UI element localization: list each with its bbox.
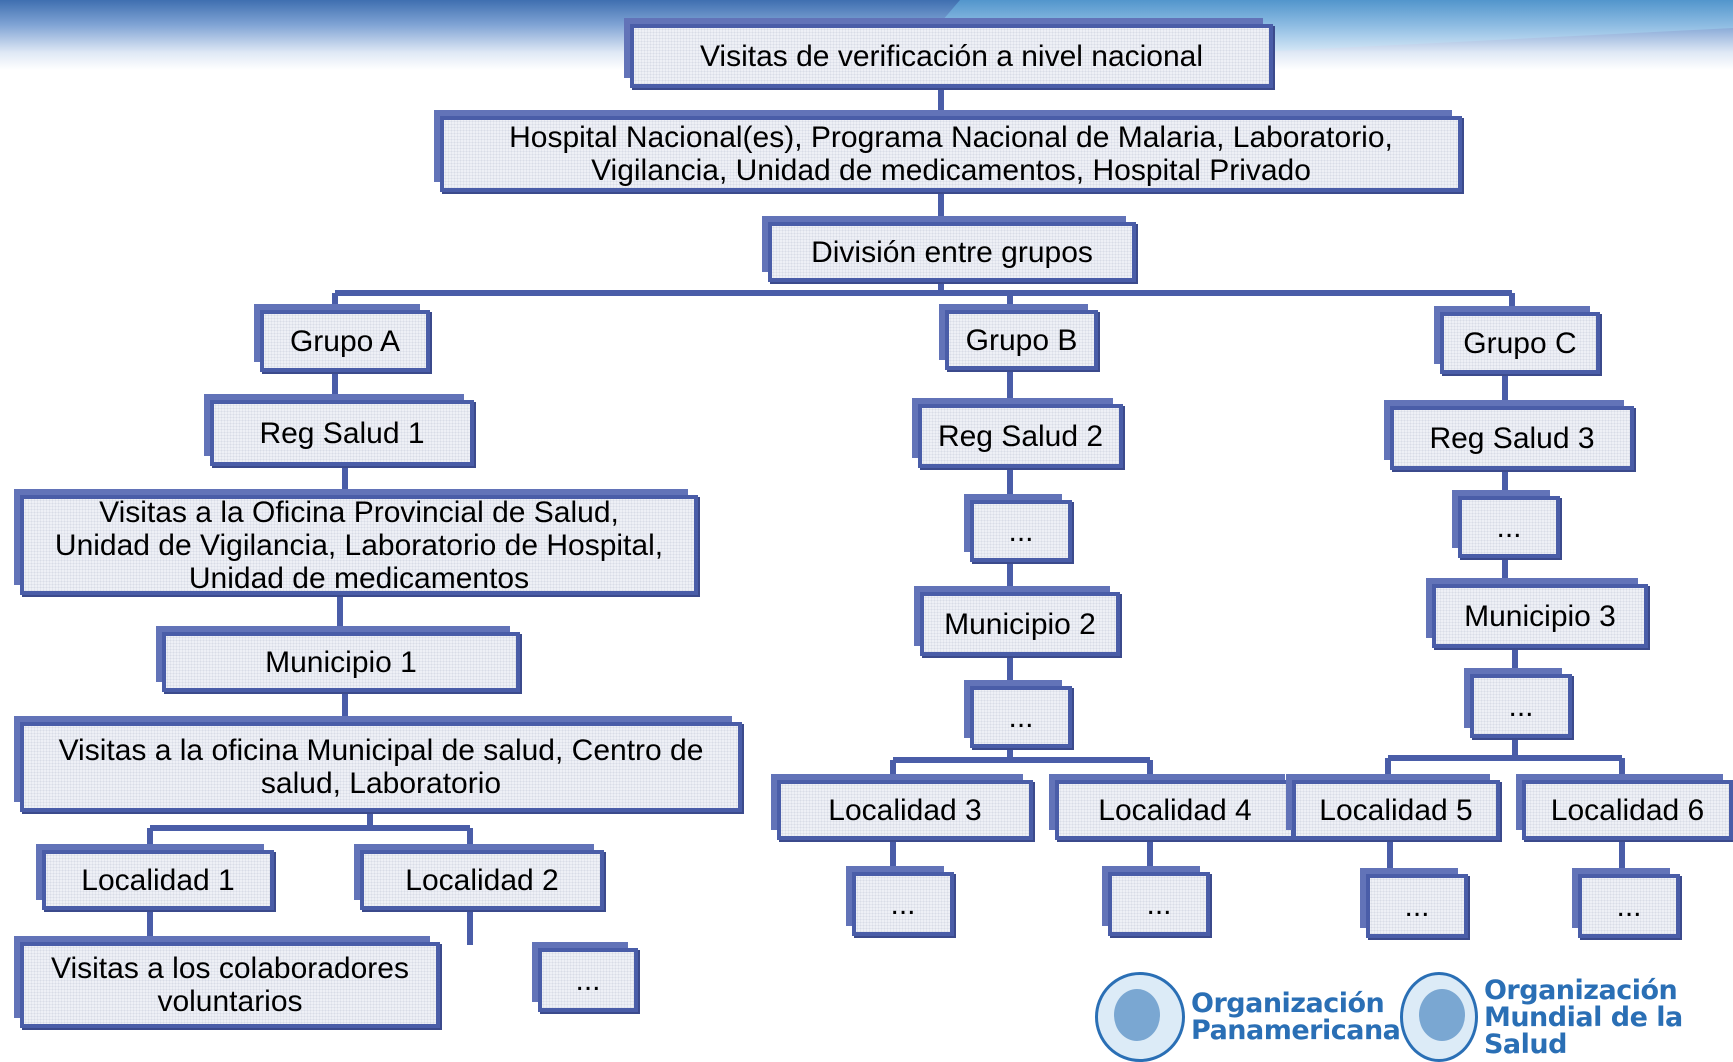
node-reg-salud-2: Reg Salud 2 — [918, 404, 1123, 468]
node-label: Municipio 2 — [944, 607, 1096, 641]
node-label: División entre grupos — [811, 235, 1093, 269]
node-label: ... — [1008, 514, 1034, 548]
node-ellipsis-localidad-6: ... — [1578, 874, 1680, 938]
node-provincial-visits: Visitas a la Oficina Provincial de Salud… — [20, 495, 698, 595]
node-ellipsis-municipio-2: ... — [970, 686, 1072, 748]
node-label: ... — [1496, 510, 1522, 544]
node-municipio-2: Municipio 2 — [920, 592, 1120, 656]
node-label: Grupo A — [289, 324, 401, 358]
node-label: Localidad 2 — [405, 863, 559, 897]
node-label: ... — [1146, 887, 1172, 921]
node-label-line2: salud, Laboratorio — [260, 767, 502, 800]
node-label: Localidad 6 — [1550, 793, 1705, 827]
node-label: Reg Salud 3 — [1429, 421, 1595, 455]
node-label: ... — [1404, 889, 1430, 923]
node-label-line3: Unidad de medicamentos — [188, 561, 530, 595]
node-label-line1: Visitas a los colaboradores — [51, 952, 409, 985]
node-label: Localidad 5 — [1319, 793, 1473, 827]
node-localidad-2: Localidad 2 — [360, 850, 604, 910]
who-emblem-icon — [1400, 972, 1478, 1062]
node-label: ... — [890, 887, 916, 921]
node-label: ... — [1008, 700, 1034, 734]
node-label-line2: Unidad de Vigilancia, Laboratorio de Hos… — [54, 528, 664, 562]
node-localidad-4: Localidad 4 — [1055, 780, 1295, 840]
node-label: Reg Salud 1 — [259, 416, 425, 450]
node-group-b: Grupo B — [945, 310, 1098, 370]
paho-logo: Organización Panamericana — [1095, 972, 1401, 1062]
node-ellipsis-reg-2: ... — [970, 500, 1072, 562]
who-logo: Organización Mundial de la Salud — [1400, 972, 1733, 1062]
node-label: Localidad 4 — [1098, 793, 1252, 827]
node-label: Localidad 3 — [828, 793, 982, 827]
node-municipio-3: Municipio 3 — [1432, 584, 1648, 648]
node-label: Grupo B — [965, 323, 1078, 357]
node-label: Grupo C — [1463, 326, 1577, 360]
node-ellipsis-localidad-4: ... — [1108, 872, 1210, 936]
node-localidad-6: Localidad 6 — [1522, 780, 1733, 840]
node-label: ... — [575, 963, 601, 997]
node-label-line2: voluntarios — [157, 985, 303, 1018]
node-volunteer-visits: Visitas a los colaboradores voluntarios — [20, 942, 440, 1028]
paho-logo-line1: Organización — [1191, 988, 1385, 1019]
node-label: ... — [1508, 689, 1534, 723]
node-ellipsis-localidad-5: ... — [1366, 874, 1468, 938]
node-ellipsis-reg-3: ... — [1458, 496, 1560, 558]
node-group-division: División entre grupos — [768, 222, 1136, 282]
node-label: Municipio 1 — [265, 645, 417, 679]
node-reg-salud-1: Reg Salud 1 — [210, 400, 474, 466]
node-municipal-visits: Visitas a la oficina Municipal de salud,… — [20, 722, 742, 812]
node-label-line1: Hospital Nacional(es), Programa Nacional… — [509, 121, 1393, 154]
paho-globe-icon — [1095, 972, 1185, 1062]
node-group-c: Grupo C — [1440, 312, 1600, 374]
node-label: Reg Salud 2 — [937, 419, 1104, 453]
node-reg-salud-3: Reg Salud 3 — [1390, 406, 1634, 470]
node-label: ... — [1616, 889, 1642, 923]
node-national-institutions: Hospital Nacional(es), Programa Nacional… — [440, 116, 1462, 192]
node-municipio-1: Municipio 1 — [162, 632, 520, 692]
node-label: Visitas de verificación a nivel nacional — [699, 39, 1204, 73]
node-localidad-3: Localidad 3 — [777, 780, 1033, 840]
node-national-visits: Visitas de verificación a nivel nacional — [630, 24, 1273, 88]
node-label-line1: Visitas a la Oficina Provincial de Salud… — [99, 495, 619, 529]
node-localidad-1: Localidad 1 — [42, 850, 274, 910]
node-localidad-5: Localidad 5 — [1292, 780, 1500, 840]
node-label: Municipio 3 — [1464, 599, 1616, 633]
node-label-line2: Vigilancia, Unidad de medicamentos, Hosp… — [591, 154, 1311, 187]
node-ellipsis-localidad-3: ... — [852, 872, 954, 936]
who-logo-line1: Organización — [1483, 974, 1678, 1006]
node-ellipsis-municipio-3: ... — [1470, 674, 1572, 738]
node-group-a: Grupo A — [260, 310, 430, 372]
node-label-line1: Visitas a la oficina Municipal de salud,… — [58, 734, 704, 767]
node-label: Localidad 1 — [81, 863, 235, 897]
node-ellipsis-localidad-2: ... — [538, 948, 638, 1012]
